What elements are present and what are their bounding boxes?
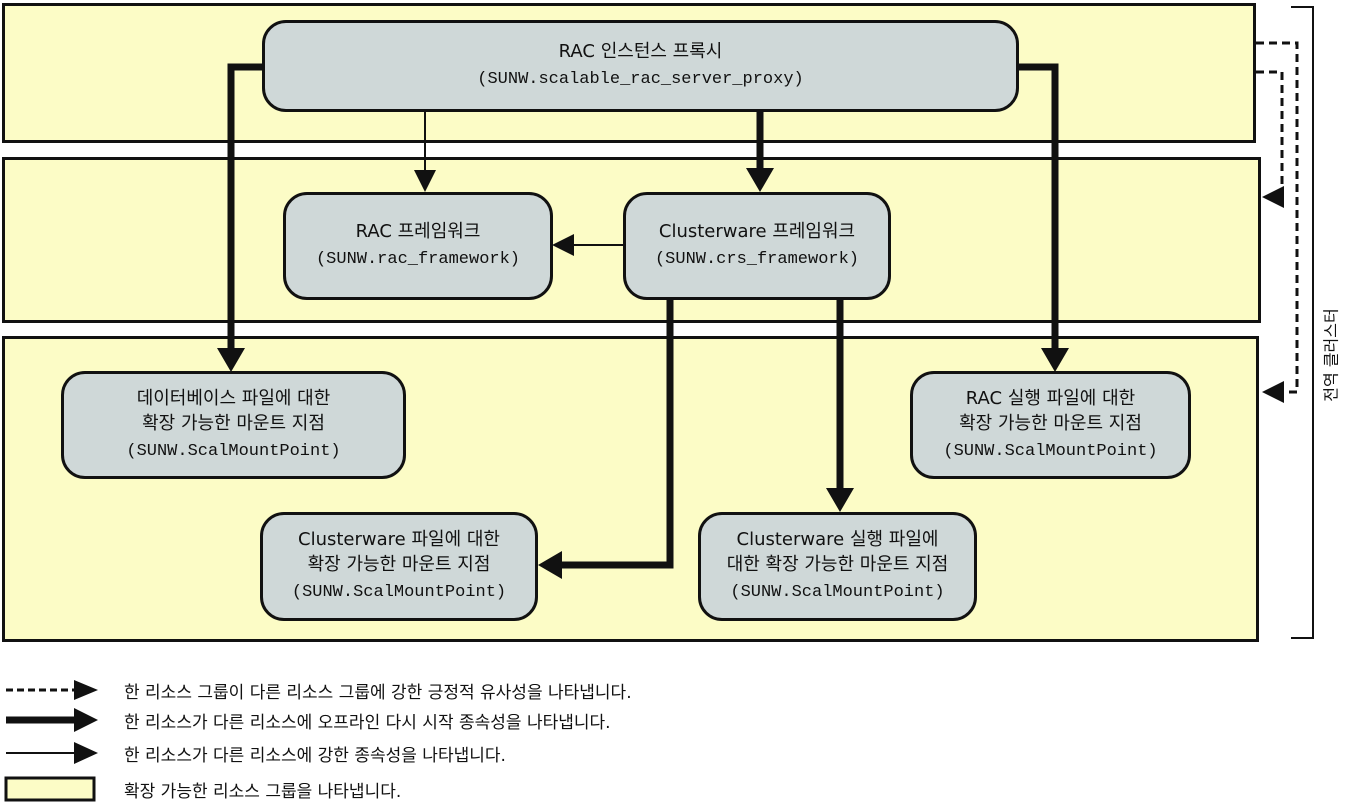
node-title: RAC 인스턴스 프록시 [558, 41, 723, 62]
node-title-line1: RAC 실행 파일에 대한 [965, 387, 1136, 409]
legend-group-box [4, 776, 96, 802]
node-title-line2: 확장 가능한 마운트 지점 [142, 412, 325, 434]
node-title: RAC 프레임워크 [355, 221, 481, 242]
node-resource-type: (SUNW.ScalMountPoint) [943, 441, 1158, 461]
global-cluster-bracket [1291, 6, 1314, 639]
node-crs-framework[interactable]: Clusterware 프레임워크 (SUNW.crs_framework) [623, 192, 891, 300]
node-title-line1: Clusterware 실행 파일에 [736, 529, 939, 550]
node-title-line1: Clusterware 파일에 대한 [298, 529, 500, 550]
node-rac-binaries-mount-point[interactable]: RAC 실행 파일에 대한 확장 가능한 마운트 지점 (SUNW.ScalMo… [910, 371, 1191, 479]
arrowhead-affinity-bottom [1262, 381, 1284, 403]
legend-thin-arrowhead [74, 742, 98, 764]
node-title-line2: 대한 확장 가능한 마운트 지점 [726, 554, 949, 575]
node-title-line2: 확장 가능한 마운트 지점 [307, 554, 491, 575]
node-resource-type: (SUNW.ScalMountPoint) [730, 583, 945, 602]
affinity-top-to-bottom [1256, 41, 1299, 394]
node-db-files-mount-point[interactable]: 데이터베이스 파일에 대한 확장 가능한 마운트 지점 (SUNW.ScalMo… [61, 371, 406, 479]
legend-dashed-arrowhead [74, 680, 98, 700]
node-resource-type: (SUNW.rac_framework) [315, 250, 521, 269]
legend-text: 확장 가능한 리소스 그룹을 나타냅니다. [124, 781, 402, 802]
node-rac-framework[interactable]: RAC 프레임워크 (SUNW.rac_framework) [283, 192, 553, 300]
legend-text: 한 리소스가 다른 리소스에 오프라인 다시 시작 종속성을 나타냅니다. [124, 712, 611, 733]
node-title-line1: 데이터베이스 파일에 대한 [136, 387, 331, 409]
legend-thick-arrowhead [74, 708, 98, 732]
arrowhead-affinity-middle [1262, 186, 1284, 208]
node-crs-binaries-mount-point[interactable]: Clusterware 실행 파일에 대한 확장 가능한 마운트 지점 (SUN… [698, 512, 977, 621]
node-resource-type: (SUNW.ScalMountPoint) [126, 441, 341, 461]
global-cluster-label: 전역 클러스터 [1318, 255, 1342, 455]
node-title: Clusterware 프레임워크 [658, 221, 856, 242]
node-crs-files-mount-point[interactable]: Clusterware 파일에 대한 확장 가능한 마운트 지점 (SUNW.S… [260, 512, 538, 621]
legend-text: 한 리소스가 다른 리소스에 강한 종속성을 나타냅니다. [124, 745, 506, 766]
legend-text: 한 리소스 그룹이 다른 리소스 그룹에 강한 긍정적 유사성을 나타냅니다. [124, 682, 632, 703]
node-rac-instance-proxy[interactable]: RAC 인스턴스 프록시 (SUNW.scalable_rac_server_p… [262, 20, 1019, 112]
node-title-line2: 확장 가능한 마운트 지점 [959, 412, 1142, 434]
global-cluster-label-text: 전역 클러스터 [1322, 308, 1341, 402]
node-resource-type: (SUNW.scalable_rac_server_proxy) [477, 70, 804, 89]
node-resource-type: (SUNW.crs_framework) [654, 250, 860, 269]
node-resource-type: (SUNW.ScalMountPoint) [291, 583, 507, 602]
